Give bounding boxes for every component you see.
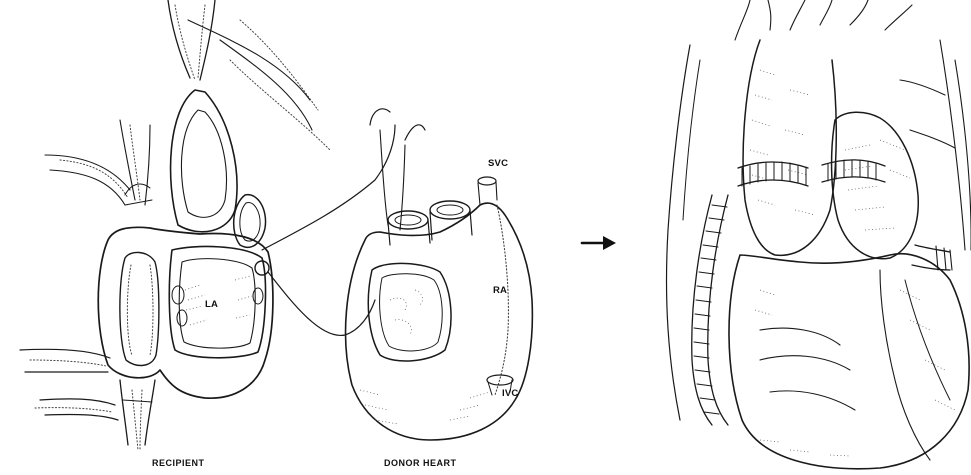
la-label: LA [205, 299, 218, 310]
suture-line-aorta [738, 162, 808, 186]
ivc-label: IVC [502, 388, 518, 399]
transplanted-heart-illustration [667, 0, 971, 469]
right-arrow-icon [582, 236, 616, 250]
recipient-illustration [20, 0, 395, 450]
svc-label: SVC [488, 158, 508, 169]
suture-line-left [692, 195, 728, 425]
ra-label: RA [493, 285, 507, 296]
donor-heart-caption: DONOR HEART [384, 458, 457, 468]
recipient-caption: RECIPIENT [152, 458, 205, 468]
